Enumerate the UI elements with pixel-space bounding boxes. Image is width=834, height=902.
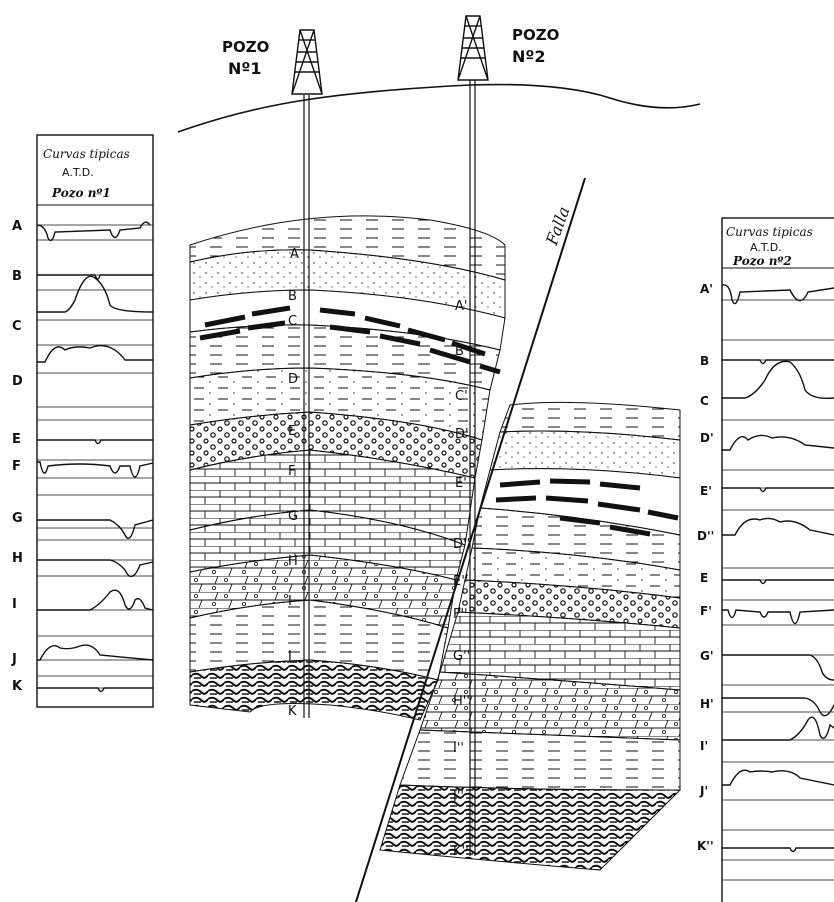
stratum-label: K'' — [453, 844, 469, 859]
stratum-label: J'' — [452, 789, 464, 804]
panel-2-row-labels: A' B C D' E' D'' E F' G' H' I' J' K'' — [697, 282, 714, 853]
stratum-label: B' — [455, 344, 468, 359]
row-label: H — [12, 551, 23, 566]
panel-1-title-2: A.T.D. — [62, 166, 94, 179]
stratum-label: C — [288, 314, 297, 329]
stratum-label: H'' — [453, 694, 470, 709]
row-label: E' — [700, 484, 712, 498]
row-label: G' — [700, 649, 714, 663]
row-label: I — [12, 597, 17, 612]
well-2-derrick-icon — [458, 16, 488, 80]
row-label: B — [12, 269, 22, 284]
panel-1-title-1: Curvas tipicas — [43, 147, 130, 161]
well-1-number: Nº1 — [228, 59, 262, 78]
row-label: B — [700, 354, 709, 368]
stratum-label: I — [288, 594, 292, 609]
well-2-title: POZO — [512, 26, 559, 44]
row-label: E — [700, 571, 708, 585]
stratum-label: A' — [455, 299, 467, 314]
stratum-label: B — [288, 289, 297, 304]
stratum-label: E — [288, 424, 296, 439]
row-label: J' — [699, 784, 708, 798]
row-label: F' — [700, 604, 712, 618]
stratum-label: E' — [455, 476, 467, 491]
row-label: D'' — [697, 529, 714, 543]
row-label: K'' — [697, 839, 714, 853]
row-label: K — [12, 679, 23, 694]
stratum-label: G — [288, 509, 298, 524]
stratum-label: F — [288, 464, 295, 479]
panel-1-row-labels: A B C D E F G H I J K — [11, 219, 23, 694]
stratum-label: D'' — [453, 537, 470, 552]
well-1-title: POZO — [222, 38, 269, 56]
panel-2-title-3: Pozo nº2 — [732, 254, 792, 268]
well-2-number: Nº2 — [512, 47, 546, 66]
row-label: C — [12, 319, 22, 334]
row-label: F — [12, 459, 21, 474]
row-label: H' — [700, 697, 714, 711]
row-label: D' — [700, 431, 714, 445]
stratum-label: D' — [455, 427, 469, 442]
stratum-label: H — [288, 554, 298, 569]
row-label: C — [700, 394, 709, 408]
curve-panel-well-1: Curvas tipicas A.T.D. Pozo nº1 — [37, 135, 153, 707]
panel-2-title-1: Curvas tipicas — [726, 225, 813, 239]
panel-1-title-3: Pozo nº1 — [51, 186, 111, 200]
row-label: D — [12, 374, 23, 389]
stratum-label: F'' — [453, 607, 468, 622]
row-label: E — [12, 432, 21, 447]
well-1-derrick-icon — [292, 30, 322, 94]
row-label: I' — [700, 739, 708, 753]
stratum-label: C' — [455, 389, 468, 404]
curve-panel-well-2: Curvas tipicas A.T.D. Pozo nº2 — [722, 218, 834, 902]
stratum-label: J — [287, 649, 292, 664]
row-label: J — [11, 652, 17, 667]
stratum-label: G'' — [453, 649, 470, 664]
ground-surface-line — [178, 85, 700, 132]
stratum-label: I'' — [453, 741, 464, 756]
row-label: G — [12, 511, 23, 526]
row-label: A' — [700, 282, 713, 296]
stratum-label: E'' — [453, 574, 468, 589]
panel-2-title-2: A.T.D. — [750, 241, 782, 254]
stratum-label: D — [288, 372, 298, 387]
stratum-label: K — [288, 704, 297, 719]
stratum-label: A — [290, 247, 299, 262]
row-label: A — [12, 219, 22, 234]
